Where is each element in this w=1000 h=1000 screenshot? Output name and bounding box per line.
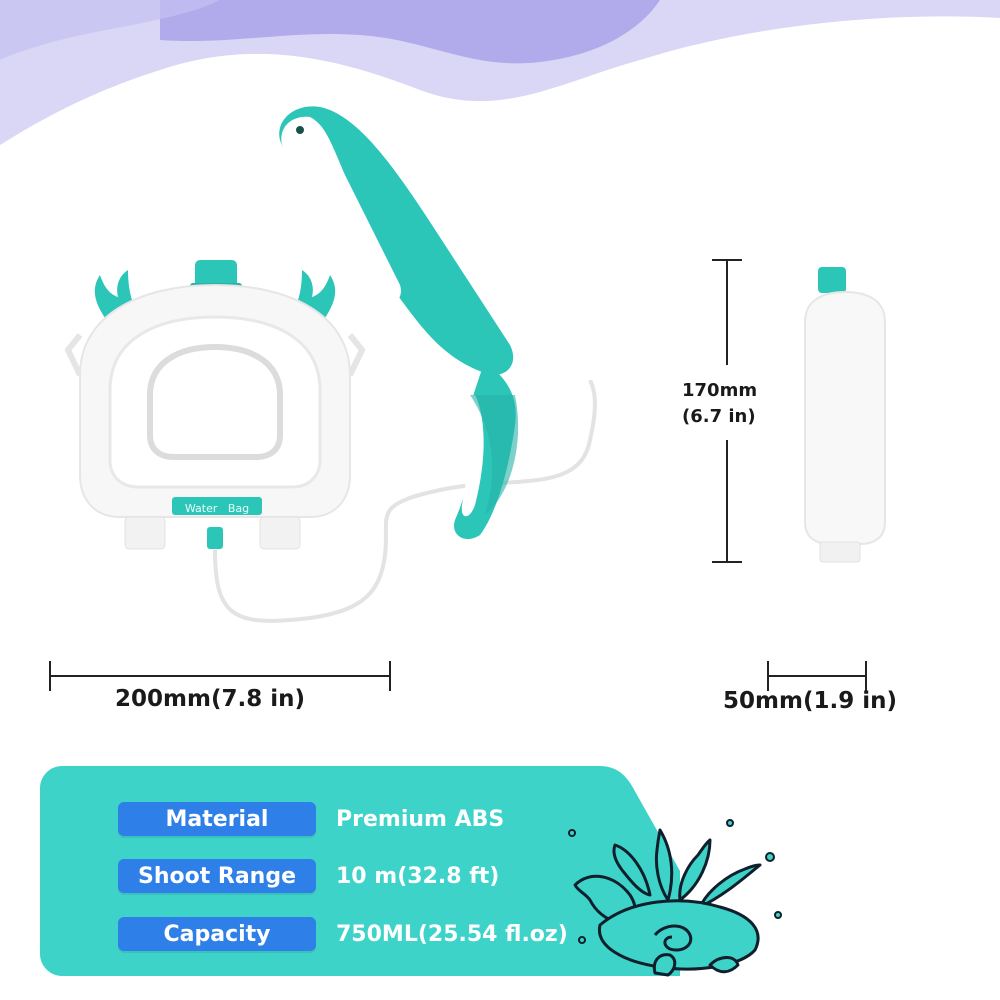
height-dimension-label: 170mm (6.7 in) (682, 378, 757, 430)
spec-value-material: Premium ABS (336, 806, 505, 832)
connecting-hose (213, 380, 597, 623)
dimension-lines (49, 259, 867, 691)
height-mm: 170mm (682, 380, 758, 401)
spec-value-shoot-range: 10 m(32.8 ft) (336, 863, 500, 889)
water-bag-front (64, 260, 366, 550)
water-splash-icon (568, 819, 782, 977)
spec-panel: Material Premium ABS Shoot Range 10 m(32… (40, 766, 680, 976)
water-gun (279, 106, 519, 540)
height-in: (6.7 in) (682, 406, 756, 427)
bag-label: Water Bag (184, 501, 250, 515)
spec-label-shoot-range: Shoot Range (118, 859, 316, 893)
depth-dimension-label: 50mm(1.9 in) (723, 688, 897, 714)
spec-label-capacity: Capacity (118, 917, 316, 951)
spec-label-material: Material (118, 802, 316, 836)
width-dimension-label: 200mm(7.8 in) (115, 686, 305, 712)
spec-value-capacity: 750ML(25.54 fl.oz) (336, 921, 568, 947)
water-bag-side (804, 267, 886, 563)
background-waves (0, 0, 1000, 145)
